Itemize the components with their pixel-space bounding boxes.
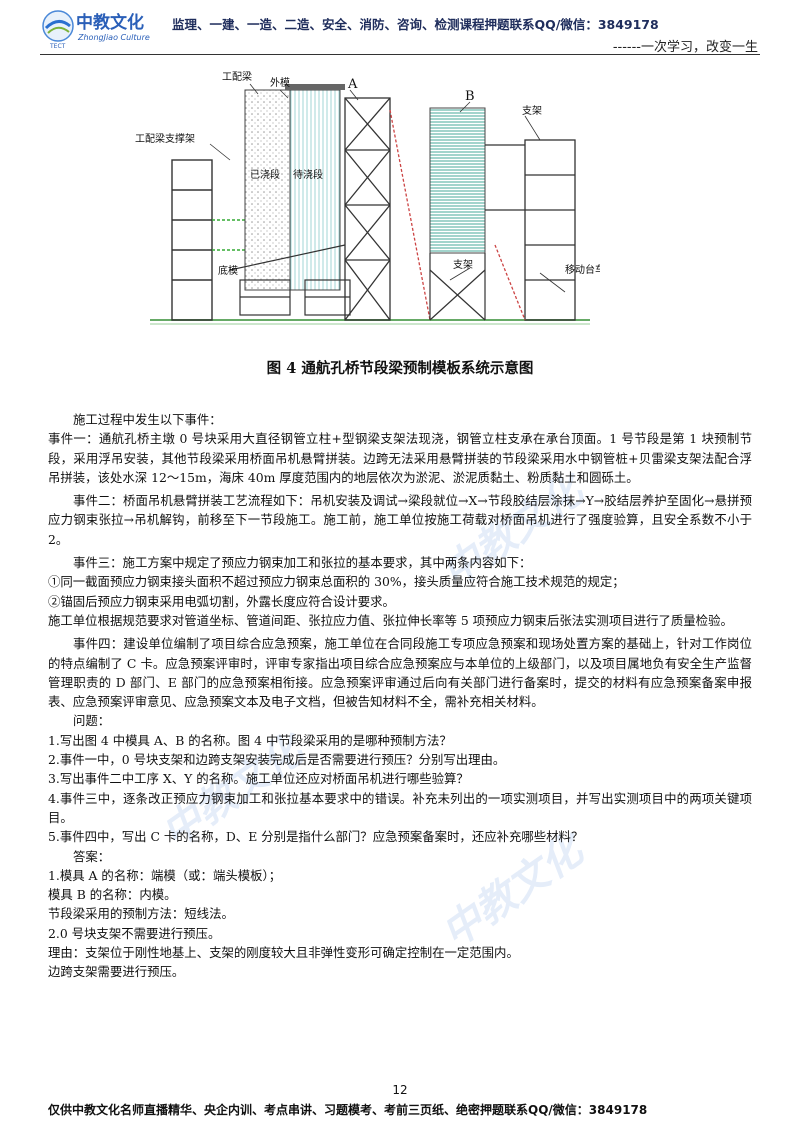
question-1: 1.写出图 4 中模具 A、B 的名称。图 4 中节段梁采用的是哪种预制方法？ <box>48 732 452 748</box>
label-bottom-form: 底模 <box>218 264 238 277</box>
moving-trolley-frame <box>494 139 576 321</box>
event-3-tail: 施工单位根据规范要求对管道坐标、管道间距、张拉应力值、张拉伸长率等 5 项预应力… <box>48 612 733 628</box>
answer-line-1: 1.模具 A 的名称：端模（或：端头模板）； <box>48 867 282 883</box>
question-4: 4.事件三中，逐条改正预应力钢束加工和张拉基本要求中的错误。补充未列出的一项实测… <box>48 790 752 825</box>
figure-caption: 图 4 通航孔桥节段梁预制模板系统示意图 <box>266 360 534 377</box>
segment-to-pour <box>289 89 341 291</box>
event-2: 事件二：桥面吊机悬臂拼装工艺流程如下：吊机安装及调试→梁段就位→X→节段胶结层涂… <box>48 493 752 547</box>
header-slogan: ------一次学习，改变一生 <box>612 40 758 55</box>
question-5: 5.事件四中，写出 C 卡的名称，D、E 分别是指什么部门？应急预案备案时，还应… <box>48 829 584 845</box>
document-body: 施工过程中发生以下事件： 事件一：通航孔桥主墩 0 号块采用大直径钢管立柱+型钢… <box>48 410 752 982</box>
label-a: A <box>347 77 358 92</box>
answer-line-2: 模具 B 的名称：内模。 <box>48 887 177 903</box>
page-footer: 仅供中教文化名师直播精华、央企内训、考点串讲、习题模考、考前三页纸、绝密押题联系… <box>48 1103 648 1117</box>
event-3: 事件三：施工方案中规定了预应力钢束加工和张拉的基本要求，其中两条内容如下： <box>73 555 532 571</box>
event-1: 事件一：通航孔桥主墩 0 号块采用大直径钢管立柱+型钢梁支架法现浇，钢管立柱支承… <box>48 431 752 485</box>
label-b: B <box>465 89 475 104</box>
label-moving-trolley: 移动台车 <box>565 263 600 276</box>
event-4: 事件四：建设单位编制了项目综合应急预案，施工单位在合同段施工专项应急预案和现场处… <box>48 636 752 710</box>
label-girder-frame: 工配梁支撑架 <box>135 132 195 145</box>
answer-line-4: 2.0 号块支架不需要进行预压。 <box>48 925 221 941</box>
header-contact-text: 监理、一建、一造、二造、安全、消防、咨询、检测课程押题联系QQ/微信：38491… <box>172 17 659 32</box>
label-support-top: 支架 <box>522 105 542 117</box>
zhongjiao-logo: 中教文化 ZhongJiao Culture TECT <box>42 10 150 50</box>
formwork-system-diagram: 工配梁 外模 A B 支架 工配梁支撑架 已浇段 待浇段 底模 支架 移动台车 <box>135 70 600 325</box>
event-3-item-1: ①同一截面预应力钢束接头面积不超过预应力钢束总面积的 30%，接头质量应符合施工… <box>48 574 625 590</box>
bottom-form-trolley <box>229 244 351 316</box>
answer-line-5: 理由：支架位于刚性地基上、支架的刚度较大且非弹性变形可确定控制在一定范围内。 <box>48 945 519 961</box>
answers-title: 答案： <box>73 848 111 864</box>
question-3: 3.写出事件二中工序 X、Y 的名称。施工单位还应对桥面吊机进行哪些验算？ <box>48 771 469 787</box>
svg-text:TECT: TECT <box>49 43 66 50</box>
end-form-a-tower <box>344 97 431 321</box>
event-3-item-2: ②锚固后预应力钢束采用电弧切割，外露长度应符合设计要求。 <box>48 593 395 609</box>
page-number: 12 <box>392 1083 408 1097</box>
poured-segment <box>244 89 291 291</box>
svg-text:中教文化: 中教文化 <box>76 12 144 33</box>
question-2: 2.事件一中，0 号块支架和边跨支架安装完成后是否需要进行预压？分别写出理由。 <box>48 752 506 768</box>
answer-line-3: 节段梁采用的预制方法：短线法。 <box>48 906 234 922</box>
answer-line-6: 边跨支架需要进行预压。 <box>48 964 185 980</box>
intro-text: 施工过程中发生以下事件： <box>73 412 222 427</box>
svg-text:ZhongJiao Culture: ZhongJiao Culture <box>77 33 150 42</box>
label-support-mid: 支架 <box>453 259 473 271</box>
page-header: 中教文化 ZhongJiao Culture TECT 监理、一建、一造、二造、… <box>0 0 800 56</box>
inner-form-support <box>429 144 525 321</box>
header-divider <box>40 54 760 55</box>
label-to-pour: 待浇段 <box>293 168 323 181</box>
label-poured: 已浇段 <box>250 168 280 181</box>
girder-support-frame <box>171 159 245 321</box>
label-outer-form: 外模 <box>270 77 290 89</box>
inner-form-b <box>429 107 486 254</box>
questions-title: 问题： <box>73 713 111 729</box>
label-girder: 工配梁 <box>222 70 252 83</box>
